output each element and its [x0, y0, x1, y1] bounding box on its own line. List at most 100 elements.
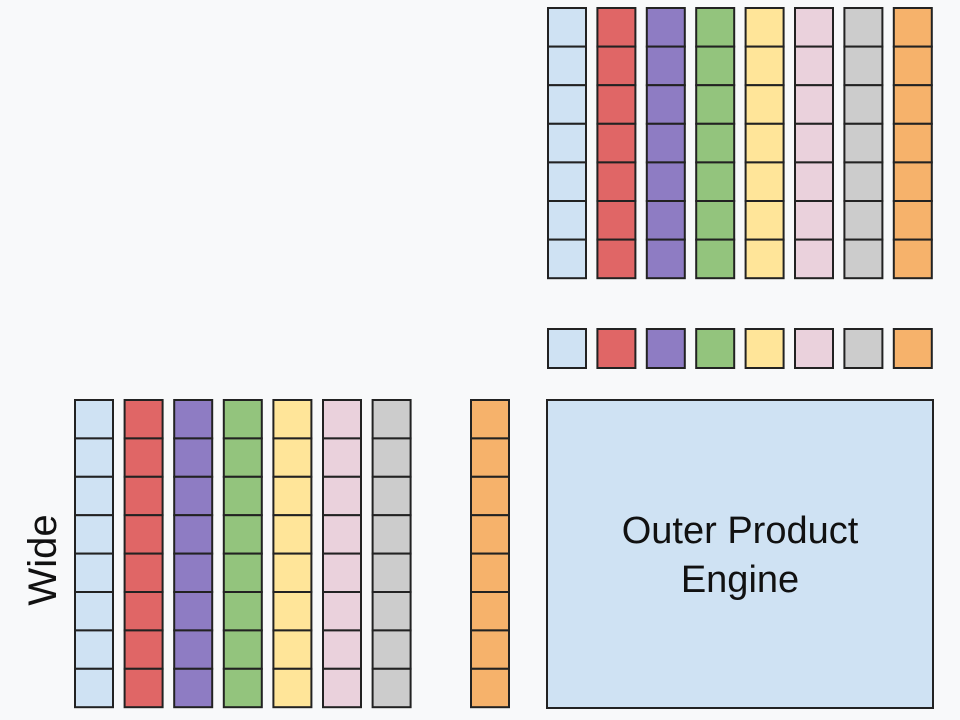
left-matrix-cell [173, 399, 214, 440]
left-matrix-cell [272, 475, 313, 517]
left-matrix-cell [123, 552, 164, 593]
engine-label-line1: Outer Product [622, 510, 859, 552]
top-matrix-cell [645, 45, 686, 87]
top-matrix-cell [695, 200, 736, 241]
left-matrix-cell [173, 514, 214, 555]
left-matrix-cell [371, 437, 412, 478]
top-matrix-cell [794, 45, 834, 87]
top-matrix-cell [596, 238, 637, 280]
vector-cell [794, 328, 834, 369]
top-matrix-cell [596, 45, 637, 87]
left-matrix-cell [173, 591, 214, 632]
left-matrix-cell [470, 514, 510, 555]
top-matrix-cell [892, 200, 933, 241]
top-matrix-cell [547, 7, 587, 48]
left-matrix-cell [222, 591, 263, 632]
left-matrix-cell [173, 552, 214, 593]
top-matrix-cell [794, 200, 834, 241]
left-matrix-cell [74, 399, 114, 440]
left-matrix-cell [322, 591, 362, 632]
top-matrix-cell [744, 161, 785, 202]
left-matrix-cell [470, 629, 510, 670]
top-matrix-cell [843, 122, 884, 164]
top-matrix-cell [794, 84, 834, 125]
top-matrix-cell [547, 200, 587, 241]
top-matrix-cell [843, 45, 884, 87]
left-matrix-cell [272, 437, 313, 478]
top-matrix-cell [596, 200, 637, 241]
left-matrix-cell [222, 514, 263, 555]
vector-row [547, 328, 933, 369]
top-matrix-cell [843, 161, 884, 202]
vector-cell [892, 328, 933, 369]
top-matrix-cell [744, 200, 785, 241]
top-matrix-cell [547, 84, 587, 125]
top-matrix-cell [645, 161, 686, 202]
left-matrix-cell [322, 437, 362, 478]
left-matrix-cell [173, 629, 214, 670]
left-matrix-cell [272, 399, 313, 440]
left-matrix [74, 399, 510, 709]
top-matrix-cell [645, 122, 686, 164]
top-matrix-cell [547, 238, 587, 280]
top-matrix-cell [843, 238, 884, 280]
top-matrix-cell [892, 161, 933, 202]
left-matrix-cell [123, 437, 164, 478]
top-matrix-cell [547, 122, 587, 164]
wide-label: Wide [21, 514, 65, 605]
left-matrix-cell [322, 552, 362, 593]
left-matrix-cell [272, 552, 313, 593]
top-matrix-cell [794, 238, 834, 280]
top-matrix-cell [695, 122, 736, 164]
left-matrix-cell [322, 514, 362, 555]
left-matrix-cell [222, 629, 263, 670]
left-matrix-cell [123, 475, 164, 517]
top-matrix-cell [744, 45, 785, 87]
left-matrix-cell [371, 552, 412, 593]
top-matrix-cell [695, 238, 736, 280]
left-matrix-cell [74, 629, 114, 670]
vector-cell [547, 328, 587, 369]
top-matrix-cell [596, 84, 637, 125]
left-matrix-cell [371, 667, 412, 709]
top-matrix-cell [744, 84, 785, 125]
engine-label-line2: Engine [681, 559, 799, 601]
left-matrix-cell [322, 667, 362, 709]
left-matrix-cell [123, 514, 164, 555]
top-matrix-cell [547, 161, 587, 202]
left-matrix-cell [470, 591, 510, 632]
top-matrix-cell [596, 7, 637, 48]
top-matrix-cell [843, 7, 884, 48]
top-matrix-cell [645, 200, 686, 241]
top-matrix-cell [744, 122, 785, 164]
top-matrix-cell [695, 161, 736, 202]
top-matrix-cell [892, 7, 933, 48]
left-matrix-cell [470, 667, 510, 709]
left-matrix-cell [272, 514, 313, 555]
left-matrix-cell [371, 475, 412, 517]
left-matrix-cell [371, 629, 412, 670]
left-matrix-cell [173, 475, 214, 517]
top-matrix-cell [843, 84, 884, 125]
left-matrix-cell [222, 552, 263, 593]
top-matrix-cell [892, 84, 933, 125]
left-matrix-cell [371, 514, 412, 555]
top-matrix-cell [695, 84, 736, 125]
left-matrix-cell [123, 399, 164, 440]
left-matrix-cell [322, 475, 362, 517]
left-matrix-cell [371, 399, 412, 440]
top-matrix-cell [794, 7, 834, 48]
top-matrix-cell [843, 200, 884, 241]
left-matrix-cell [123, 629, 164, 670]
top-matrix-cell [794, 122, 834, 164]
top-matrix-cell [645, 7, 686, 48]
left-matrix-cell [470, 552, 510, 593]
vector-cell [596, 328, 637, 369]
top-matrix-cell [794, 161, 834, 202]
top-matrix-cell [695, 7, 736, 48]
left-matrix-cell [222, 667, 263, 709]
left-matrix-cell [272, 591, 313, 632]
left-matrix-cell [470, 437, 510, 478]
top-matrix-cell [596, 161, 637, 202]
